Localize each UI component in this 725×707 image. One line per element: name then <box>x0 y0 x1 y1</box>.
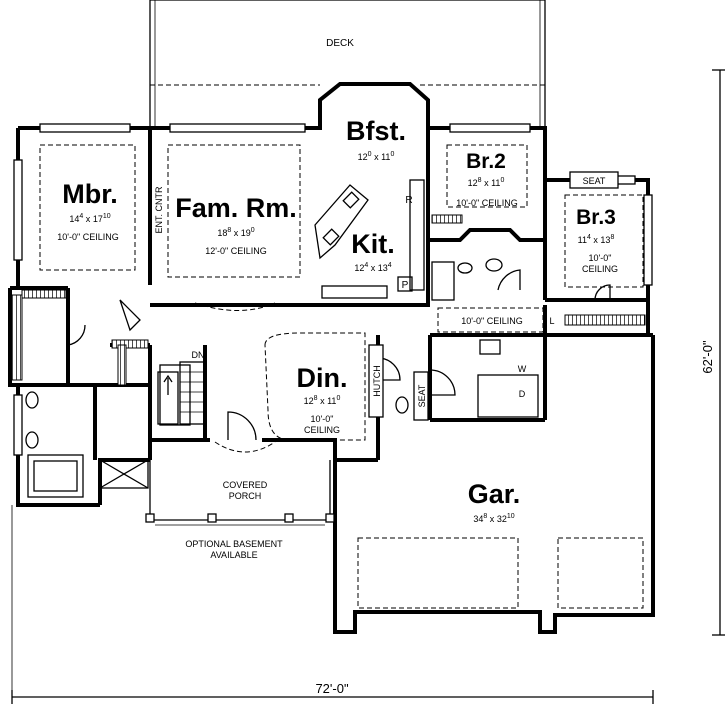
bfst-size: 120 x 110 <box>358 151 395 162</box>
porch-label-1: COVERED <box>223 480 268 490</box>
washer-label: W <box>518 364 527 374</box>
mbr-name: Mbr. <box>62 179 118 209</box>
br3-ceiling-2: CEILING <box>582 264 618 274</box>
dimension-lines <box>11 69 725 704</box>
width-dimension: 72'-0" <box>315 681 349 696</box>
refrigerator-label: R <box>405 195 412 206</box>
stair <box>157 361 206 425</box>
br2-name: Br.2 <box>466 150 506 173</box>
fam-ceiling: 12'-0" CEILING <box>205 246 266 256</box>
hall-seat-label: SEAT <box>417 384 427 407</box>
ent-cntr-label: ENT. CNTR <box>154 186 164 234</box>
kitchen-island <box>314 179 425 299</box>
br3-name: Br.3 <box>576 206 616 229</box>
fam-name: Fam. Rm. <box>175 193 297 223</box>
porch-label-2: PORCH <box>229 491 262 501</box>
linen-label: L <box>549 316 554 326</box>
bfst-name: Bfst. <box>346 116 406 146</box>
din-name: Din. <box>297 363 348 393</box>
kit-size: 124 x 134 <box>354 262 391 273</box>
seat-box <box>569 171 619 189</box>
covered-porch <box>145 460 335 526</box>
br3-ceiling-1: 10'-0" <box>589 253 612 263</box>
gar-size: 348 x 3210 <box>473 513 514 524</box>
depth-dimension: 62'-0" <box>700 340 715 374</box>
hall-ceiling: 10'-0" CEILING <box>461 316 522 326</box>
br3-seat-label: SEAT <box>583 176 606 186</box>
br2-size: 128 x 110 <box>468 177 505 188</box>
hall-seat-box <box>413 371 429 421</box>
room-ceiling-outlines <box>39 144 644 609</box>
dryer-label: D <box>519 389 526 399</box>
stair-dn-label: DN <box>192 350 205 360</box>
pantry-label: P <box>402 280 409 291</box>
din-ceiling-2: CEILING <box>304 425 340 435</box>
deck-label: DECK <box>326 38 354 49</box>
hutch-label: HUTCH <box>372 365 382 397</box>
mbr-ceiling: 10'-0" CEILING <box>57 232 118 242</box>
fam-size: 188 x 190 <box>217 227 254 238</box>
mbr-size: 144 x 1710 <box>69 213 110 224</box>
hutch-box <box>368 344 384 418</box>
kit-name: Kit. <box>351 229 395 259</box>
br3-size: 114 x 138 <box>578 234 615 245</box>
br2-ceiling: 10'-0" CEILING <box>456 198 517 208</box>
basement-note-1: OPTIONAL BASEMENT <box>185 539 283 549</box>
deck <box>149 0 546 128</box>
din-size: 128 x 110 <box>304 395 341 406</box>
basement-note-2: AVAILABLE <box>210 550 257 560</box>
closets <box>11 214 646 386</box>
bath-fixtures <box>25 258 539 498</box>
gar-name: Gar. <box>468 479 521 509</box>
exterior-walls <box>8 82 655 634</box>
din-ceiling-1: 10'-0" <box>311 414 334 424</box>
